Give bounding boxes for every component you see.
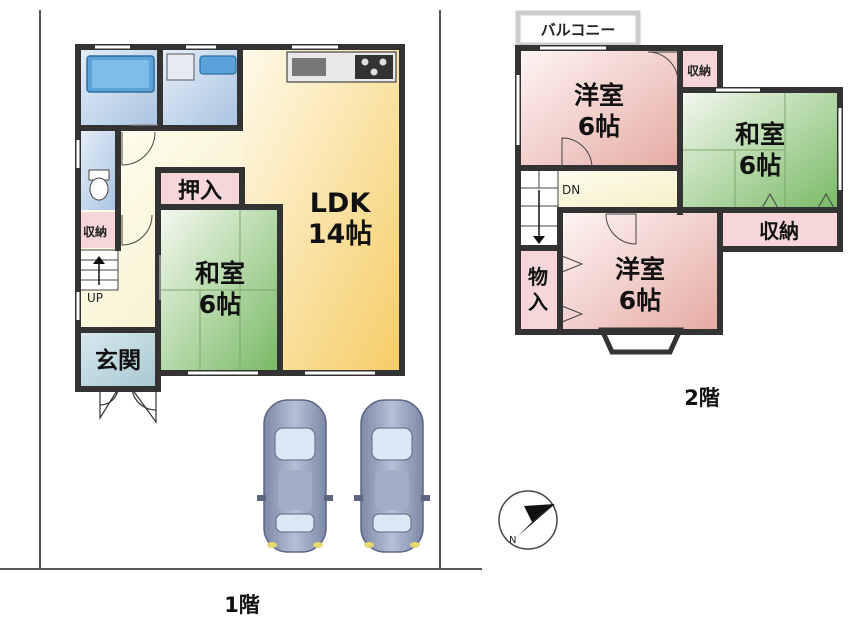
lot-boundary bbox=[0, 10, 482, 570]
balcony-label: バルコニー bbox=[541, 21, 616, 39]
washitsu-size-label-1f: 6帖 bbox=[199, 290, 241, 319]
dn-label: DN bbox=[562, 183, 580, 197]
yoshitsu-top-size-label: 6帖 bbox=[578, 112, 620, 141]
windows-1f bbox=[76, 45, 375, 375]
storage-large-label: 収納 bbox=[759, 219, 799, 243]
door-swings-1f bbox=[121, 124, 161, 300]
yoshitsu-bottom-size-label: 6帖 bbox=[619, 286, 661, 315]
genkan-label: 玄関 bbox=[95, 347, 141, 374]
compass-icon: N bbox=[498, 490, 558, 550]
storage-1f bbox=[80, 212, 118, 248]
monoire-closet bbox=[520, 248, 560, 330]
oshiire-label: 押入 bbox=[178, 178, 222, 204]
floor2-labels: バルコニー 洋室 6帖 収納 和室 6帖 DN 収納 物 入 洋室 6帖 2階 bbox=[528, 21, 799, 410]
ldk-size-label: 14帖 bbox=[308, 219, 373, 250]
storage-large-2f bbox=[720, 212, 838, 247]
balcony bbox=[515, 10, 641, 48]
washitsu-room-2f bbox=[680, 90, 838, 212]
floor2-plan bbox=[515, 10, 843, 355]
yoshitsu-room-top bbox=[520, 50, 680, 168]
washitsu-label-2f: 和室 bbox=[735, 120, 785, 149]
floor1-caption: 1階 bbox=[224, 593, 260, 617]
ldk-label: LDK bbox=[310, 188, 372, 219]
door-swings-2f bbox=[561, 51, 835, 323]
storage-small-label: 収納 bbox=[687, 63, 711, 78]
storage-label-1f: 収納 bbox=[83, 224, 107, 239]
yoshitsu-top-label: 洋室 bbox=[574, 81, 624, 110]
car-icon-left bbox=[257, 399, 333, 553]
monoire-label-1: 物 bbox=[528, 265, 548, 289]
yoshitsu-bottom-label: 洋室 bbox=[615, 255, 665, 284]
washbasin-icon bbox=[199, 55, 237, 75]
genkan-entry bbox=[80, 331, 158, 387]
floor2-caption: 2階 bbox=[684, 386, 720, 410]
compass-n-label: N bbox=[509, 535, 516, 546]
entry-door-icon bbox=[99, 388, 157, 424]
monoire-label-2: 入 bbox=[528, 290, 548, 314]
up-arrow-icon bbox=[93, 256, 105, 264]
washitsu-label-1f: 和室 bbox=[195, 259, 245, 288]
oshiire-closet bbox=[160, 172, 242, 206]
yoshitsu-room-bottom bbox=[562, 212, 718, 330]
storage-small-2f bbox=[680, 50, 718, 88]
floor1-labels: LDK 14帖 和室 6帖 押入 収納 玄関 UP 1階 bbox=[83, 178, 372, 617]
car-icon-right bbox=[354, 399, 430, 553]
washing-machine-icon bbox=[166, 53, 195, 81]
toilet-icon bbox=[88, 169, 110, 201]
floor1-plan bbox=[75, 44, 405, 424]
down-arrow-icon bbox=[533, 236, 545, 244]
washitsu-size-label-2f: 6帖 bbox=[739, 151, 781, 180]
windows-2f bbox=[516, 46, 842, 190]
up-label: UP bbox=[87, 291, 103, 305]
